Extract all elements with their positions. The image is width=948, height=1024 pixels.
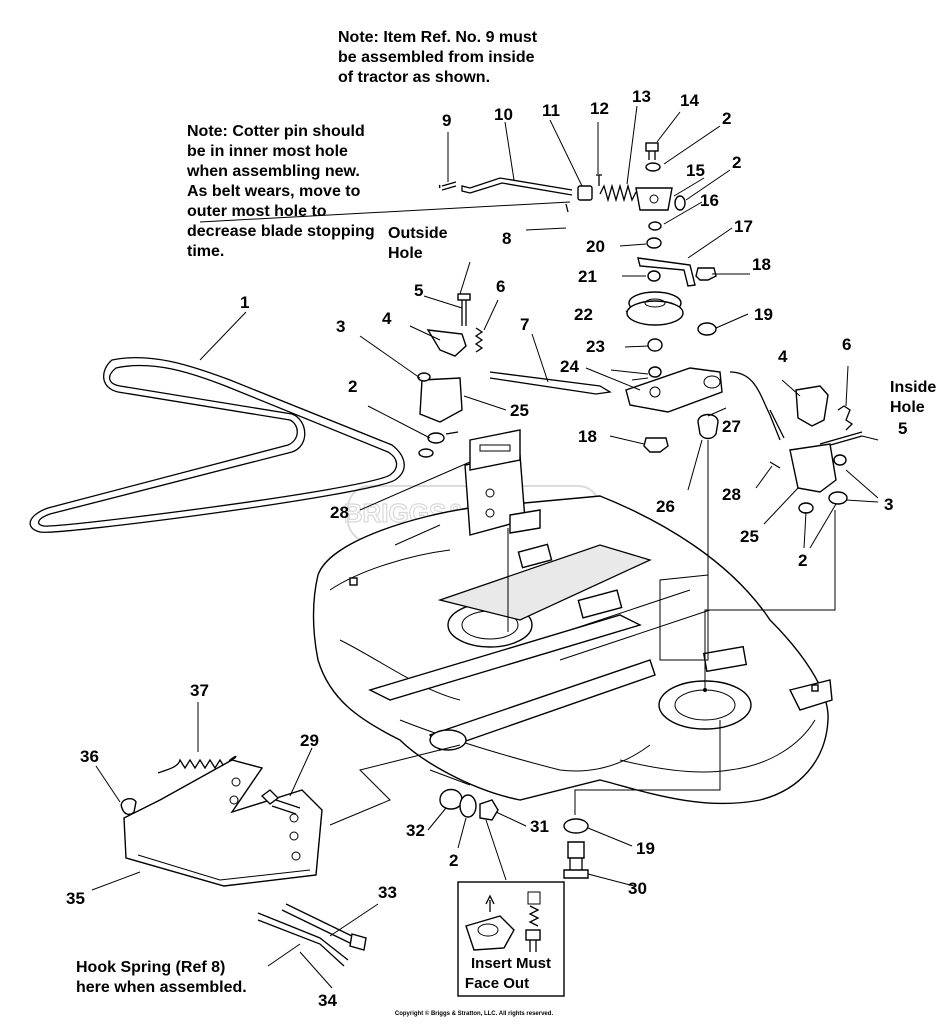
front-hitch-assembly: [120, 755, 367, 967]
callout-3: 3: [884, 495, 893, 514]
callout-numbers: 1 2 2 2 2 2 2 3 3 4 4 5 5 6 6 7 8 9 10 1…: [66, 87, 907, 1010]
insert-face-out-line1: Insert Must: [471, 955, 551, 972]
callout-30: 30: [628, 879, 647, 898]
callout-7: 7: [520, 315, 529, 334]
inside-hole-label: Inside Hole: [890, 379, 937, 416]
callout-25: 25: [740, 527, 759, 546]
callout-37: 37: [190, 681, 209, 700]
callout-2: 2: [348, 377, 357, 396]
callout-13: 13: [632, 87, 651, 106]
note-item-9: Note: Item Ref. No. 9 must be assembled …: [338, 29, 538, 86]
mower-deck: [312, 429, 833, 805]
callout-33: 33: [378, 883, 397, 902]
callout-19: 19: [636, 839, 655, 858]
callout-36: 36: [80, 747, 99, 766]
callout-34: 34: [318, 991, 337, 1010]
callout-leaders: [91, 105, 879, 989]
insert-face-out-line2: Face Out: [465, 975, 529, 992]
callout-1: 1: [240, 293, 249, 312]
callout-6: 6: [842, 335, 851, 354]
callout-29: 29: [300, 731, 319, 750]
callout-19: 19: [754, 305, 773, 324]
note-cotter-pin: Note: Cotter pin should be in inner most…: [187, 123, 375, 260]
callout-11: 11: [542, 101, 560, 120]
callout-27: 27: [722, 417, 741, 436]
callout-10: 10: [494, 105, 513, 124]
drive-belt: [29, 356, 405, 533]
callout-18: 18: [752, 255, 771, 274]
callout-23: 23: [586, 337, 605, 356]
spindle-hardware: [439, 788, 589, 879]
callout-24: 24: [560, 357, 579, 376]
callout-2: 2: [722, 109, 731, 128]
callout-2: 2: [449, 851, 458, 870]
idler-assembly: [489, 237, 785, 453]
callout-25: 25: [510, 401, 529, 420]
callout-20: 20: [586, 237, 605, 256]
right-bracket-assembly: [769, 385, 863, 514]
callout-5: 5: [898, 419, 907, 438]
callout-17: 17: [734, 217, 753, 236]
callout-6: 6: [496, 277, 505, 296]
callout-2: 2: [798, 551, 807, 570]
outside-hole-label: Outside Hole: [388, 225, 448, 262]
callout-31: 31: [530, 817, 549, 836]
callout-5: 5: [414, 281, 423, 300]
callout-14: 14: [680, 91, 699, 110]
left-bracket-assembly: [417, 293, 484, 458]
callout-15: 15: [686, 161, 705, 180]
callout-26: 26: [656, 497, 675, 516]
callout-4: 4: [382, 309, 392, 328]
callout-28: 28: [722, 485, 741, 504]
brake-linkage: [199, 142, 686, 231]
callout-12: 12: [590, 99, 609, 118]
callout-35: 35: [66, 889, 85, 908]
callout-3: 3: [336, 317, 345, 336]
callout-8: 8: [502, 229, 511, 248]
callout-22: 22: [574, 305, 593, 324]
callout-21: 21: [578, 267, 597, 286]
callout-4: 4: [778, 347, 788, 366]
assembly-leaders: [329, 440, 836, 826]
callout-32: 32: [406, 821, 425, 840]
callout-18: 18: [578, 427, 597, 446]
copyright: Copyright © Briggs & Stratton, LLC. All …: [394, 1011, 554, 1017]
callout-2: 2: [732, 153, 741, 172]
insert-detail-inset: [457, 881, 565, 997]
callout-9: 9: [442, 111, 451, 130]
callout-16: 16: [700, 191, 719, 210]
callout-28: 28: [330, 503, 349, 522]
hook-spring-note: Hook Spring (Ref 8) here when assembled.: [76, 959, 247, 996]
